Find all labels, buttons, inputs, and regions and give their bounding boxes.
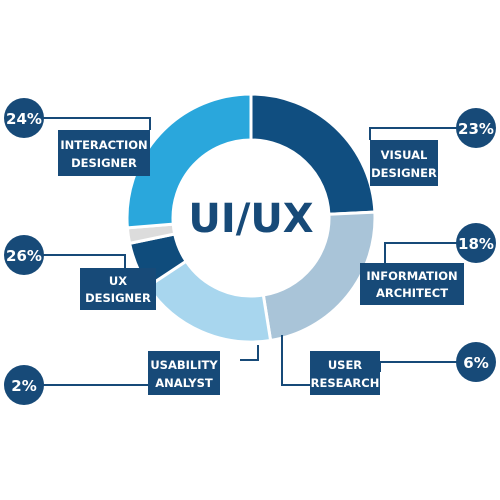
- label-box: [360, 263, 464, 305]
- label-usability: USABILITY ANALYST: [148, 351, 220, 395]
- percent-badge-user-research: 6%: [456, 342, 496, 382]
- percent-circle: [4, 98, 44, 138]
- label-line: ARCHITECT: [376, 286, 448, 300]
- label-line: DESIGNER: [371, 166, 437, 180]
- percent-circle: [4, 235, 44, 275]
- label-box: [370, 140, 438, 186]
- percent-badge-interaction: 24%: [4, 98, 44, 138]
- percent-label: 26%: [6, 247, 42, 265]
- connector-visual: [369, 127, 460, 140]
- label-box: [80, 268, 156, 310]
- connector-information: [384, 242, 460, 265]
- percent-label: 23%: [458, 120, 494, 138]
- connector-usability-slice: [240, 345, 259, 361]
- connector-user-research: [281, 335, 310, 386]
- label-information: INFORMATION ARCHITECT: [360, 263, 464, 305]
- label-box: [148, 351, 220, 395]
- label-interaction: INTERACTION DESIGNER: [58, 130, 150, 176]
- label-line: ANALYST: [155, 376, 213, 390]
- label-visual: VISUAL DESIGNER: [370, 140, 438, 186]
- connector-user-research-badge: [379, 361, 460, 372]
- label-ux: UX DESIGNER: [80, 268, 156, 310]
- label-boxes: INTERACTION DESIGNER VISUAL DESIGNER UX …: [58, 130, 464, 395]
- connector-interaction: [40, 117, 151, 130]
- chart-title: UI/UX: [188, 196, 313, 242]
- label-box: [58, 130, 150, 176]
- percent-badges: 24% 23% 26% 18% 2% 6%: [4, 98, 496, 405]
- donut-slices: [125, 92, 377, 344]
- connector-ux: [40, 254, 126, 268]
- percent-circle: [456, 342, 496, 382]
- label-line: INTERACTION: [60, 138, 147, 152]
- label-user-research: USER RESEARCH: [310, 351, 380, 395]
- percent-circle: [4, 365, 44, 405]
- percent-badge-ux: 26%: [4, 235, 44, 275]
- percent-circle: [456, 223, 496, 263]
- label-line: USER: [328, 358, 362, 372]
- label-line: INFORMATION: [366, 269, 457, 283]
- label-line: UX: [109, 274, 127, 288]
- percent-label: 6%: [463, 354, 488, 372]
- percent-circle: [456, 108, 496, 148]
- percent-label: 18%: [458, 235, 494, 253]
- percent-badge-usability: 2%: [4, 365, 44, 405]
- label-line: USABILITY: [150, 358, 218, 372]
- percent-badge-information: 18%: [456, 223, 496, 263]
- label-line: VISUAL: [381, 148, 428, 162]
- label-box: [310, 351, 380, 395]
- label-line: DESIGNER: [85, 291, 151, 305]
- percent-label: 24%: [6, 110, 42, 128]
- label-line: DESIGNER: [71, 156, 137, 170]
- percent-label: 2%: [11, 377, 36, 395]
- label-line: RESEARCH: [311, 376, 380, 390]
- percent-badge-visual: 23%: [456, 108, 496, 148]
